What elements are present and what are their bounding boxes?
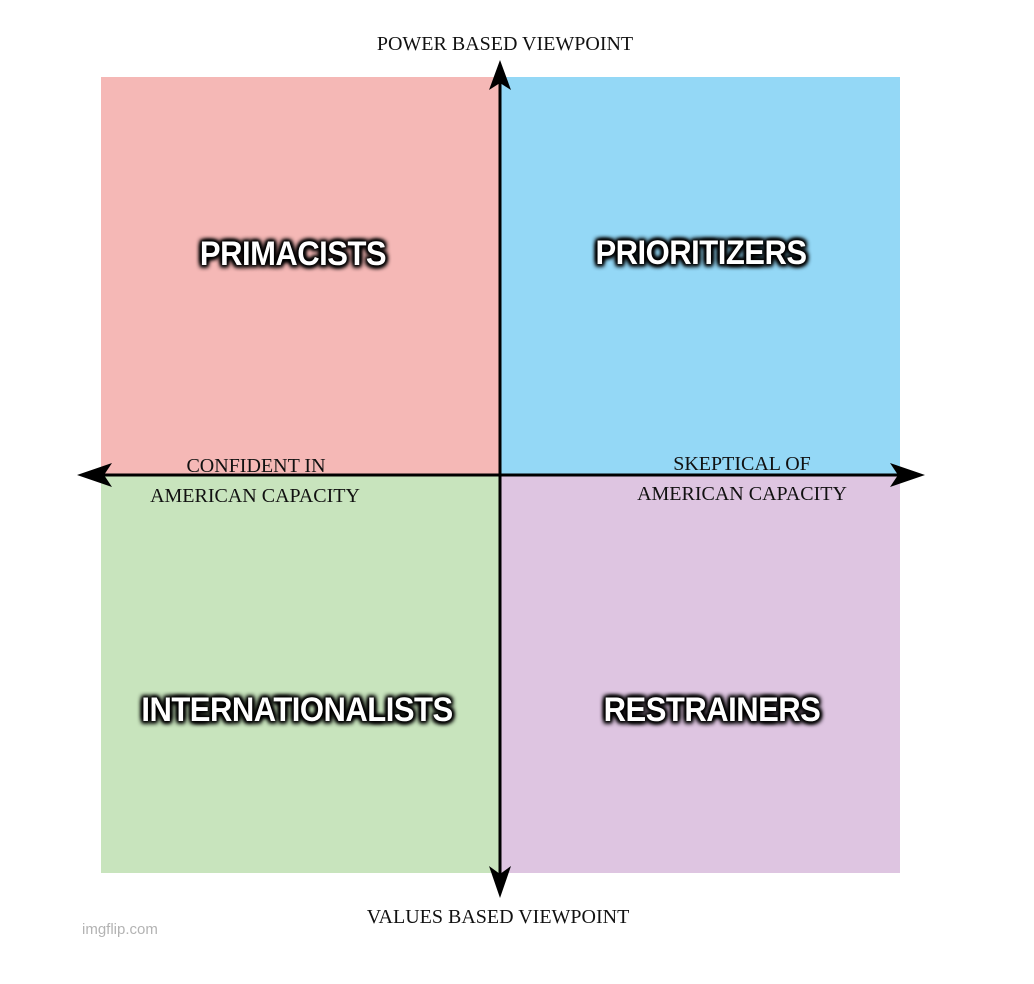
- axis-label-right-line1: SKEPTICAL OF: [673, 453, 811, 475]
- axis-label-bottom: VALUES BASED VIEWPOINT: [366, 906, 630, 928]
- axis-label-right-line2: AMERICAN CAPACITY: [637, 483, 847, 505]
- axis-label-top: POWER BASED VIEWPOINT: [376, 33, 634, 55]
- arrow-right-icon: [890, 463, 925, 487]
- axis-label-left-line2: AMERICAN CAPACITY: [150, 485, 360, 507]
- quadrant-top-right: [500, 77, 900, 474]
- axis-label-left-line1: CONFIDENT IN: [186, 455, 326, 477]
- quadrant-bottom-left: [101, 474, 500, 873]
- arrow-down-icon: [489, 866, 511, 898]
- quadrant-label-prioritizers: PRIORITIZERS: [595, 232, 807, 273]
- arrow-left-icon: [77, 463, 112, 487]
- arrow-up-icon: [489, 60, 511, 90]
- quadrant-top-left: [101, 77, 500, 474]
- quadrant-label-primacists: PRIMACISTS: [199, 233, 387, 274]
- watermark: imgflip.com: [82, 921, 158, 938]
- quadrant-label-internationalists: INTERNATIONALISTS: [141, 689, 453, 730]
- quadrant-label-restrainers: RESTRAINERS: [603, 689, 821, 730]
- quadrant-bottom-right: [500, 474, 900, 873]
